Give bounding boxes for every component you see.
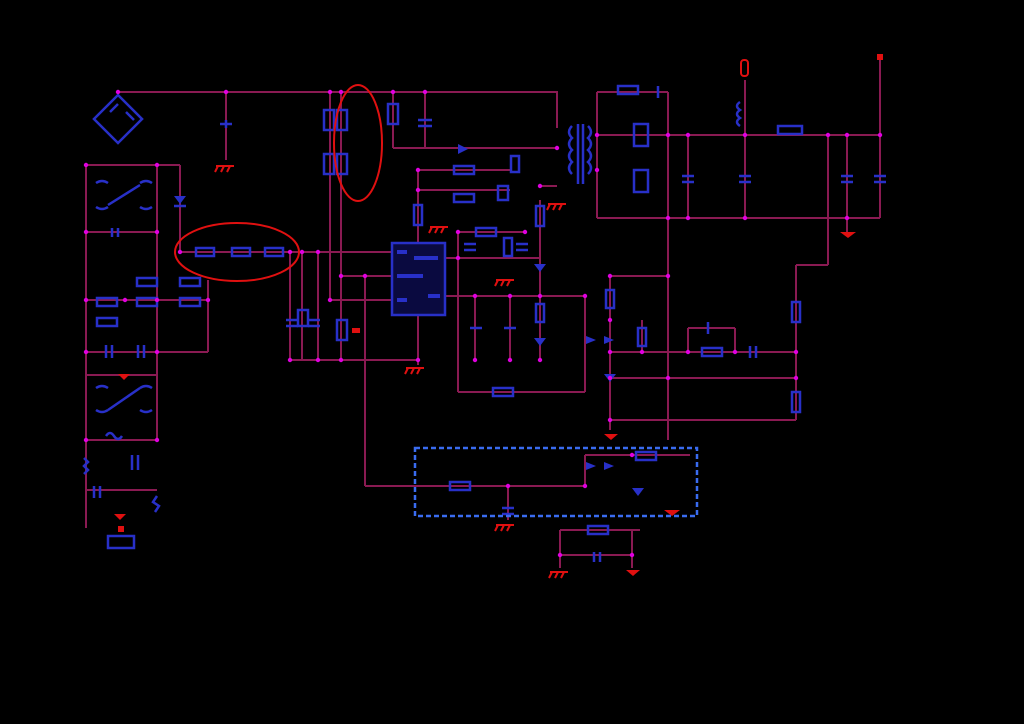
output-rectifier-1 — [632, 122, 650, 148]
bridge-rectifier — [92, 93, 144, 145]
thermistor — [151, 495, 161, 513]
startup-resistor-2 — [335, 108, 349, 132]
ellipse-resistor-chain — [174, 222, 300, 282]
snubber-resistor — [386, 102, 400, 126]
common-mode-choke-upper — [95, 179, 153, 211]
wires — [85, 58, 881, 568]
main-transformer — [567, 124, 593, 184]
ground-symbols — [114, 165, 856, 579]
junction-dots — [83, 89, 883, 558]
startup-resistor-1 — [322, 108, 336, 132]
inductor — [82, 457, 90, 475]
resistor — [178, 276, 202, 288]
pwm-controller-ic — [390, 241, 447, 317]
dashed-rectangle-feedback-block — [413, 446, 699, 518]
ac-connector — [106, 534, 136, 550]
output-terminal-2 — [877, 54, 883, 60]
mosfet — [496, 184, 510, 202]
resistor — [135, 276, 159, 288]
output-rectifier-2 — [632, 168, 650, 194]
output-choke — [776, 124, 804, 136]
startup-resistor-3 — [322, 152, 336, 176]
resistor-chain-r1 — [194, 246, 216, 258]
fuse — [104, 431, 124, 441]
resistor — [95, 316, 119, 328]
ic-pin-label — [397, 250, 407, 254]
resistor — [178, 296, 202, 308]
diode — [174, 196, 186, 204]
common-mode-choke-lower — [95, 384, 153, 414]
output-inductor — [735, 100, 743, 128]
resistor-chain-r2 — [230, 246, 252, 258]
resistor-chain-r3 — [263, 246, 285, 258]
optocoupler-led — [586, 336, 596, 344]
resistor — [95, 296, 119, 308]
resistor — [135, 296, 159, 308]
output-terminal — [740, 59, 749, 77]
ellipse-startup-resistors — [333, 84, 383, 202]
components — [82, 54, 886, 562]
snubber-diode — [458, 144, 468, 154]
startup-resistor-4 — [335, 152, 349, 176]
test-point — [352, 328, 360, 333]
